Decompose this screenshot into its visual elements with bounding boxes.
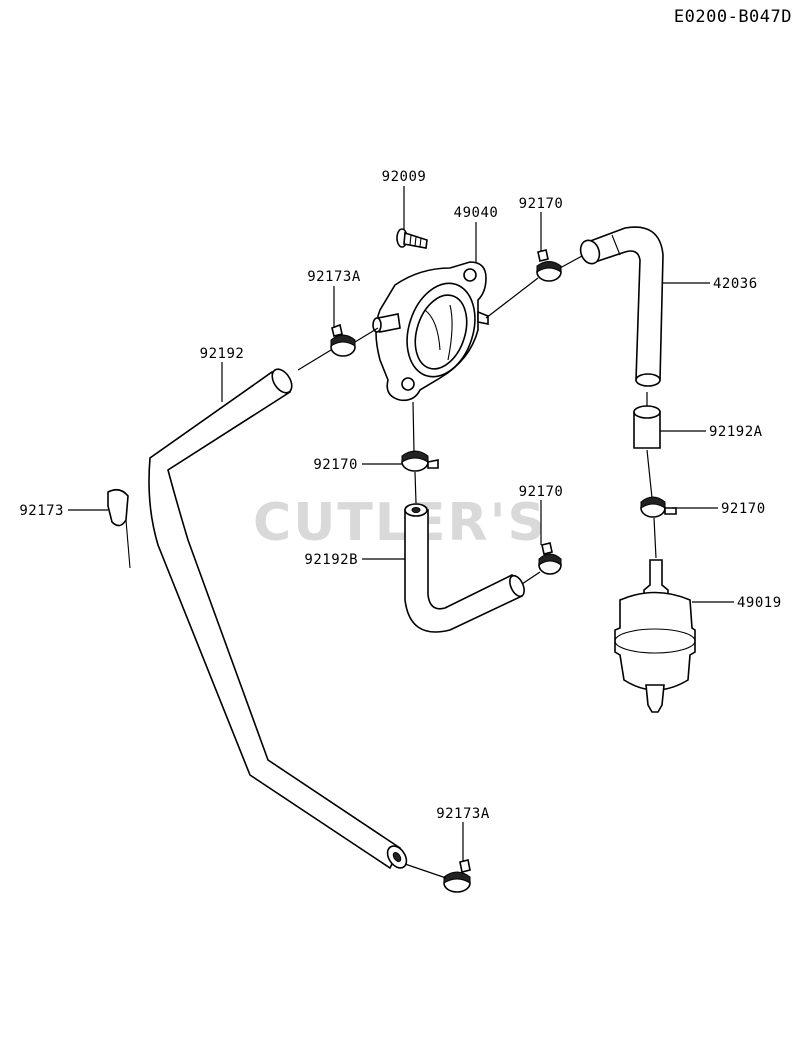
label-92192: 92192: [200, 346, 245, 362]
label-92173A-top: 92173A: [307, 269, 361, 285]
label-92173A-bottom: 92173A: [436, 806, 490, 822]
diagram-code: E0200-B047D: [674, 7, 792, 27]
label-92170-lower: 92170: [519, 484, 564, 500]
clamp-92173A-bottom[interactable]: [443, 859, 471, 893]
clamp-92170-lower[interactable]: [538, 542, 562, 575]
hose-92192B[interactable]: [404, 503, 527, 633]
clamp-92170-top[interactable]: [536, 249, 562, 282]
fuel-filter-49019[interactable]: [614, 559, 696, 713]
fuel-pump-49040[interactable]: [372, 261, 489, 402]
label-92192A: 92192A: [709, 424, 763, 440]
clamp-92173A-top[interactable]: [330, 323, 356, 357]
label-42036: 42036: [713, 276, 758, 292]
hose-42036[interactable]: [577, 226, 664, 387]
watermark: CUTLER'S: [253, 493, 547, 553]
clamp-92170-right[interactable]: [640, 496, 677, 518]
clamp-92170-mid[interactable]: [401, 450, 439, 472]
screw-92009[interactable]: [396, 228, 428, 249]
label-92009: 92009: [382, 169, 427, 185]
label-49040: 49040: [454, 205, 499, 221]
label-92170-mid: 92170: [313, 457, 358, 473]
part-labels: 92009 49040 92170 42036 92173A 92192 921…: [19, 169, 781, 822]
label-49019: 49019: [737, 595, 782, 611]
assembly-lines: [297, 255, 657, 879]
hose-92192[interactable]: [148, 366, 410, 872]
label-92170-top: 92170: [519, 196, 564, 212]
leader-lines: [68, 186, 734, 862]
label-92192B: 92192B: [304, 552, 358, 568]
clip-92173[interactable]: [107, 488, 131, 569]
label-92173: 92173: [19, 503, 64, 519]
label-92170-right: 92170: [721, 501, 766, 517]
hose-92192A[interactable]: [633, 405, 661, 449]
